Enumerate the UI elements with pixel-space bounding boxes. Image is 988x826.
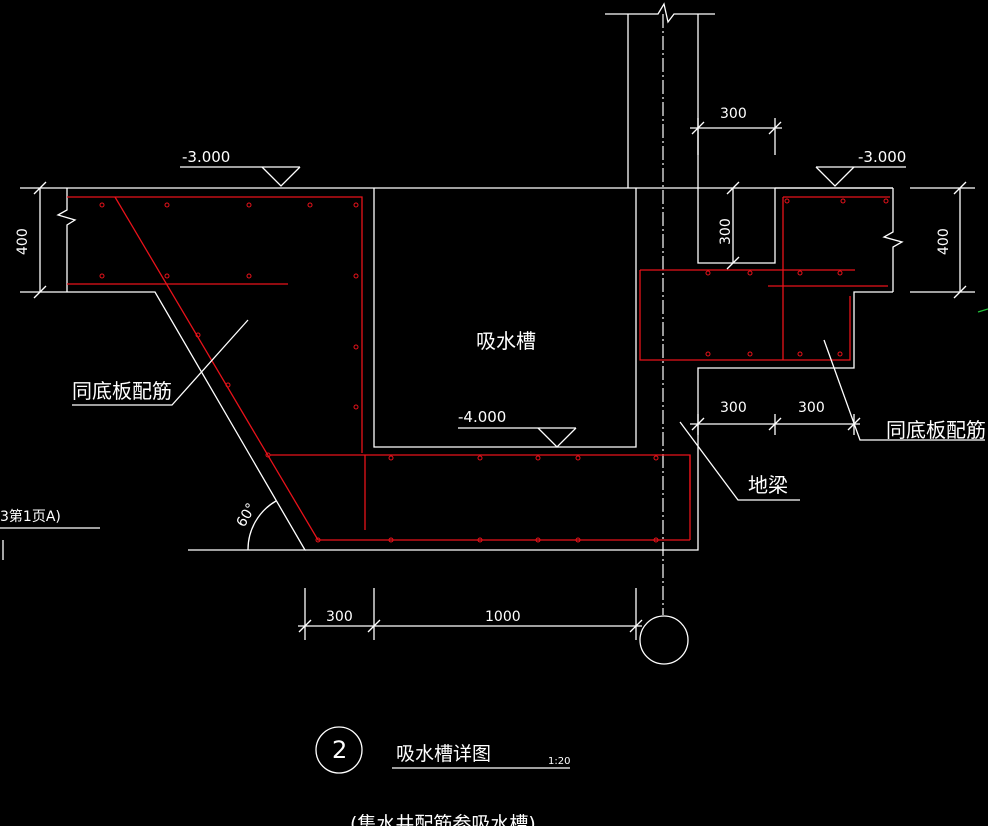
dimension-left-slab: 400 <box>15 181 67 299</box>
left-note: 3第1页A) <box>0 508 100 560</box>
elevation-top-right: -3.000 <box>815 148 906 187</box>
label-ground-beam: 地梁 <box>679 421 800 501</box>
angle-text: 60° <box>234 500 260 530</box>
label-right-rebar: 同底板配筋 <box>823 339 986 442</box>
rebar-lines <box>67 196 890 541</box>
edge-mark <box>977 308 988 313</box>
dimension-beam: 300 300 <box>690 400 861 435</box>
dim-beam-a-text: 300 <box>720 400 747 416</box>
dim-beam-b-text: 300 <box>798 400 825 416</box>
dim-slab-right-text: 400 <box>936 228 952 255</box>
detail-number-text: 2 <box>332 736 347 764</box>
axis-bubble <box>639 615 689 665</box>
dim-bottom-a-text: 300 <box>326 609 353 625</box>
dimension-right-slab: 400 <box>910 181 975 299</box>
drawing-subtitle: (集水井配筋参吸水槽) <box>350 813 536 826</box>
angle-mark: 60° <box>234 500 277 551</box>
drawing-title: 吸水槽详图 <box>396 743 491 765</box>
concrete-outline <box>56 2 904 551</box>
label-left-rebar: 同底板配筋 <box>72 319 249 406</box>
elevation-top-right-text: -3.000 <box>858 148 906 166</box>
left-note-text: 3第1页A) <box>0 508 61 525</box>
dimension-wall-depth: 300 <box>718 181 740 270</box>
rebar-right-text: 同底板配筋 <box>886 418 986 442</box>
dimension-wall-width: 300 <box>690 106 782 155</box>
rebar-left-text: 同底板配筋 <box>72 379 172 403</box>
rebar-dots <box>99 198 889 543</box>
ground-beam-text: 地梁 <box>748 473 788 497</box>
trough-label: 吸水槽 <box>476 329 536 353</box>
detail-number-circle <box>315 726 363 774</box>
elevation-bottom-text: -4.000 <box>458 408 506 426</box>
dim-wall-width-text: 300 <box>720 106 747 122</box>
dimension-bottom: 300 1000 <box>298 588 643 640</box>
dim-slab-left-text: 400 <box>15 228 31 255</box>
elevation-top-left-text: -3.000 <box>182 148 230 166</box>
dim-bottom-b-text: 1000 <box>485 609 521 625</box>
dim-wall-depth-text: 300 <box>718 218 734 245</box>
elevation-top-left: -3.000 <box>180 148 301 187</box>
drawing-scale: 1:20 <box>548 756 570 767</box>
title-block: 2 吸水槽详图 1:20 (集水井配筋参吸水槽) <box>315 726 570 826</box>
elevation-bottom: -4.000 <box>458 408 577 448</box>
